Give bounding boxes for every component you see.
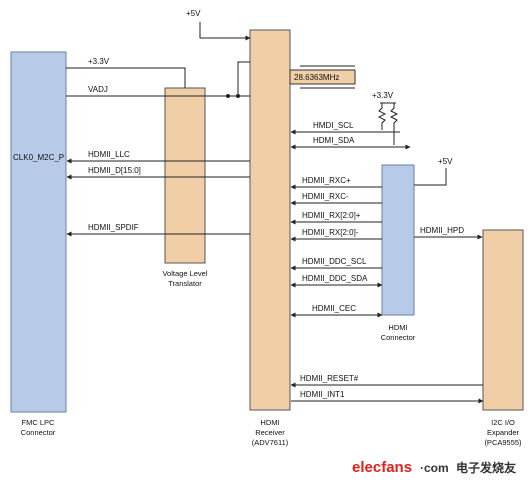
- expander-caption-3: (PCA9555): [484, 438, 522, 447]
- signal-int: HDMII_INT1: [300, 390, 345, 399]
- expander-caption-2: Expander: [487, 428, 520, 437]
- power-pullup-label: +3.3V: [372, 91, 394, 100]
- receiver-caption-1: HDMI: [260, 418, 279, 427]
- signal-rxc-p: HDMII_RXC+: [302, 176, 351, 185]
- signal-rx-p: HDMII_RX[2:0]+: [302, 211, 361, 220]
- translator-caption-2: Translator: [168, 279, 202, 288]
- power-connector-wire: [414, 168, 447, 186]
- power-top-wire: [199, 22, 251, 41]
- wire-vadj-up: [237, 61, 250, 96]
- power-top-label: +5V: [186, 9, 201, 18]
- signal-spdif: HDMII_SPDIF: [88, 223, 139, 232]
- receiver-caption-3: (ADV7611): [252, 438, 289, 447]
- io-expander-block: [482, 229, 524, 411]
- expander-caption-1: I2C I/O: [491, 418, 515, 427]
- crystal-box: [289, 69, 356, 85]
- power-fmc-label: +3.3V: [88, 57, 110, 66]
- signal-rx-n: HDMII_RX[2:0]-: [302, 228, 359, 237]
- crystal-label: 28.6363MHz: [294, 73, 339, 82]
- fmc-caption-2: Connector: [21, 428, 56, 437]
- hdmi-connector-block: [381, 164, 415, 316]
- signal-cec: HDMII_CEC: [312, 304, 356, 313]
- pullup-resistor-2: [389, 103, 399, 145]
- signal-data: HDMII_D[15:0]: [88, 166, 141, 175]
- signal-llc: HDMII_LLC: [88, 150, 130, 159]
- junction-vadj-1: [226, 94, 230, 98]
- power-connector-label: +5V: [438, 157, 453, 166]
- watermark-suffix: ·com: [420, 461, 449, 475]
- connector-caption-2: Connector: [381, 333, 416, 342]
- signal-ddc-scl: HDMII_DDC_SCL: [302, 257, 367, 266]
- fmc-clk-label: CLK0_M2C_P: [13, 153, 64, 162]
- watermark-chinese: 电子发烧友: [456, 460, 516, 475]
- signal-reset: HDMII_RESET#: [300, 374, 359, 383]
- signal-rxc-n: HDMII_RXC-: [302, 192, 349, 201]
- pullup-resistor-1: [377, 103, 387, 130]
- hdmi-receiver-block: [249, 29, 291, 411]
- translator-caption-1: Voltage Level: [162, 269, 207, 278]
- signal-vadj: VADJ: [88, 85, 108, 94]
- connector-caption-1: HDMI: [388, 323, 407, 332]
- receiver-caption-2: Receiver: [255, 428, 285, 437]
- signal-ddc-sda: HDMII_DDC_SDA: [302, 274, 368, 283]
- watermark-brand: elecfans: [352, 459, 412, 476]
- power-fmc-wire: [66, 67, 186, 88]
- signal-scl: HMDI_SCL: [313, 121, 354, 130]
- signal-hpd: HDMII_HPD: [420, 226, 464, 235]
- signal-sda: HDMI_SDA: [313, 136, 355, 145]
- fmc-connector-block: [10, 51, 67, 413]
- voltage-translator-block: [164, 87, 206, 264]
- fmc-caption-1: FMC LPC: [22, 418, 56, 427]
